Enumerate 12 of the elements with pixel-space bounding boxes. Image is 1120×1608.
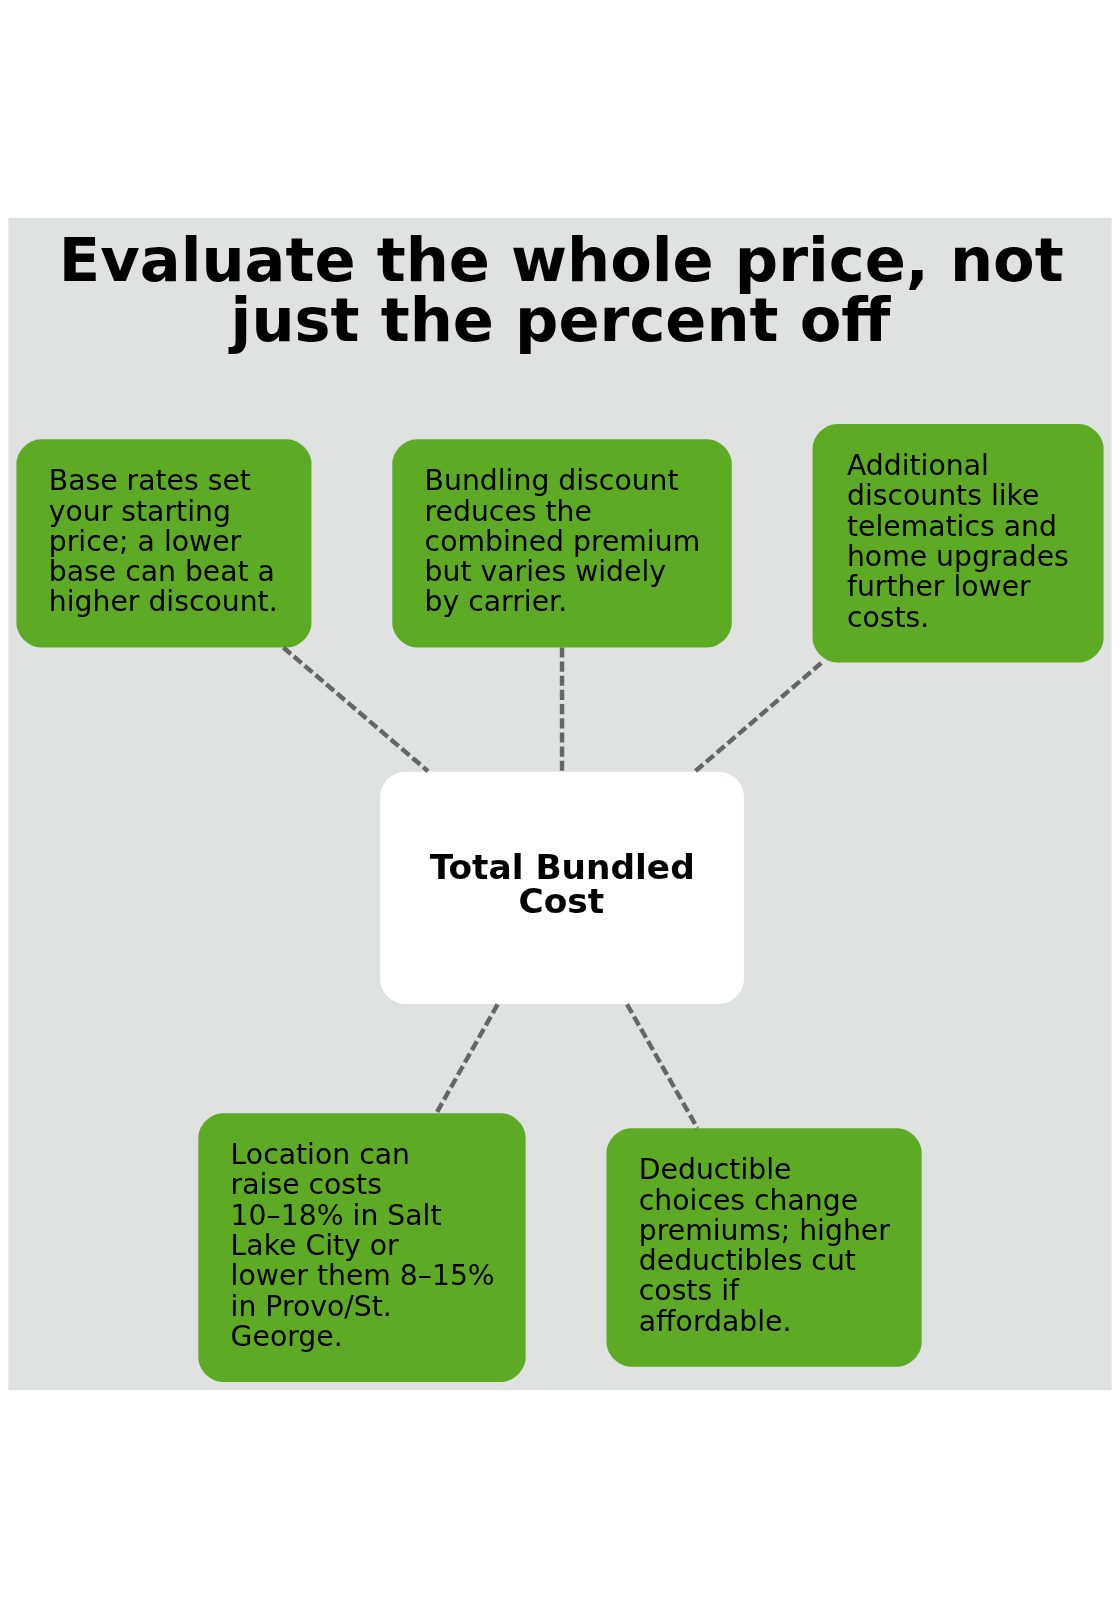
node-box: Base rates set your starting price; a lower base can beat a higher discount. bbox=[16, 439, 312, 648]
node-box: Total Bundled Cost bbox=[380, 771, 744, 1005]
connector bbox=[693, 661, 823, 774]
connector bbox=[559, 647, 565, 772]
diagram-title: Evaluate the whole price, not just the percent off bbox=[58, 224, 1064, 356]
node-box: Deductible choices change premiums; higher deductibles cut costs if affordable. bbox=[606, 1128, 922, 1367]
connector bbox=[281, 645, 430, 773]
connector bbox=[434, 1003, 500, 1114]
node-box: Bundling discount reduces the combined premium but varies widely by carrier. bbox=[392, 439, 732, 648]
node-box: Location can raise costs 10–18% in Salt Lake City or lower them 8–15% in Provo/St. George. bbox=[198, 1113, 526, 1382]
connector bbox=[625, 1003, 700, 1130]
node-box: Additional discounts like telematics and home upgrades further lower costs. bbox=[812, 424, 1104, 663]
